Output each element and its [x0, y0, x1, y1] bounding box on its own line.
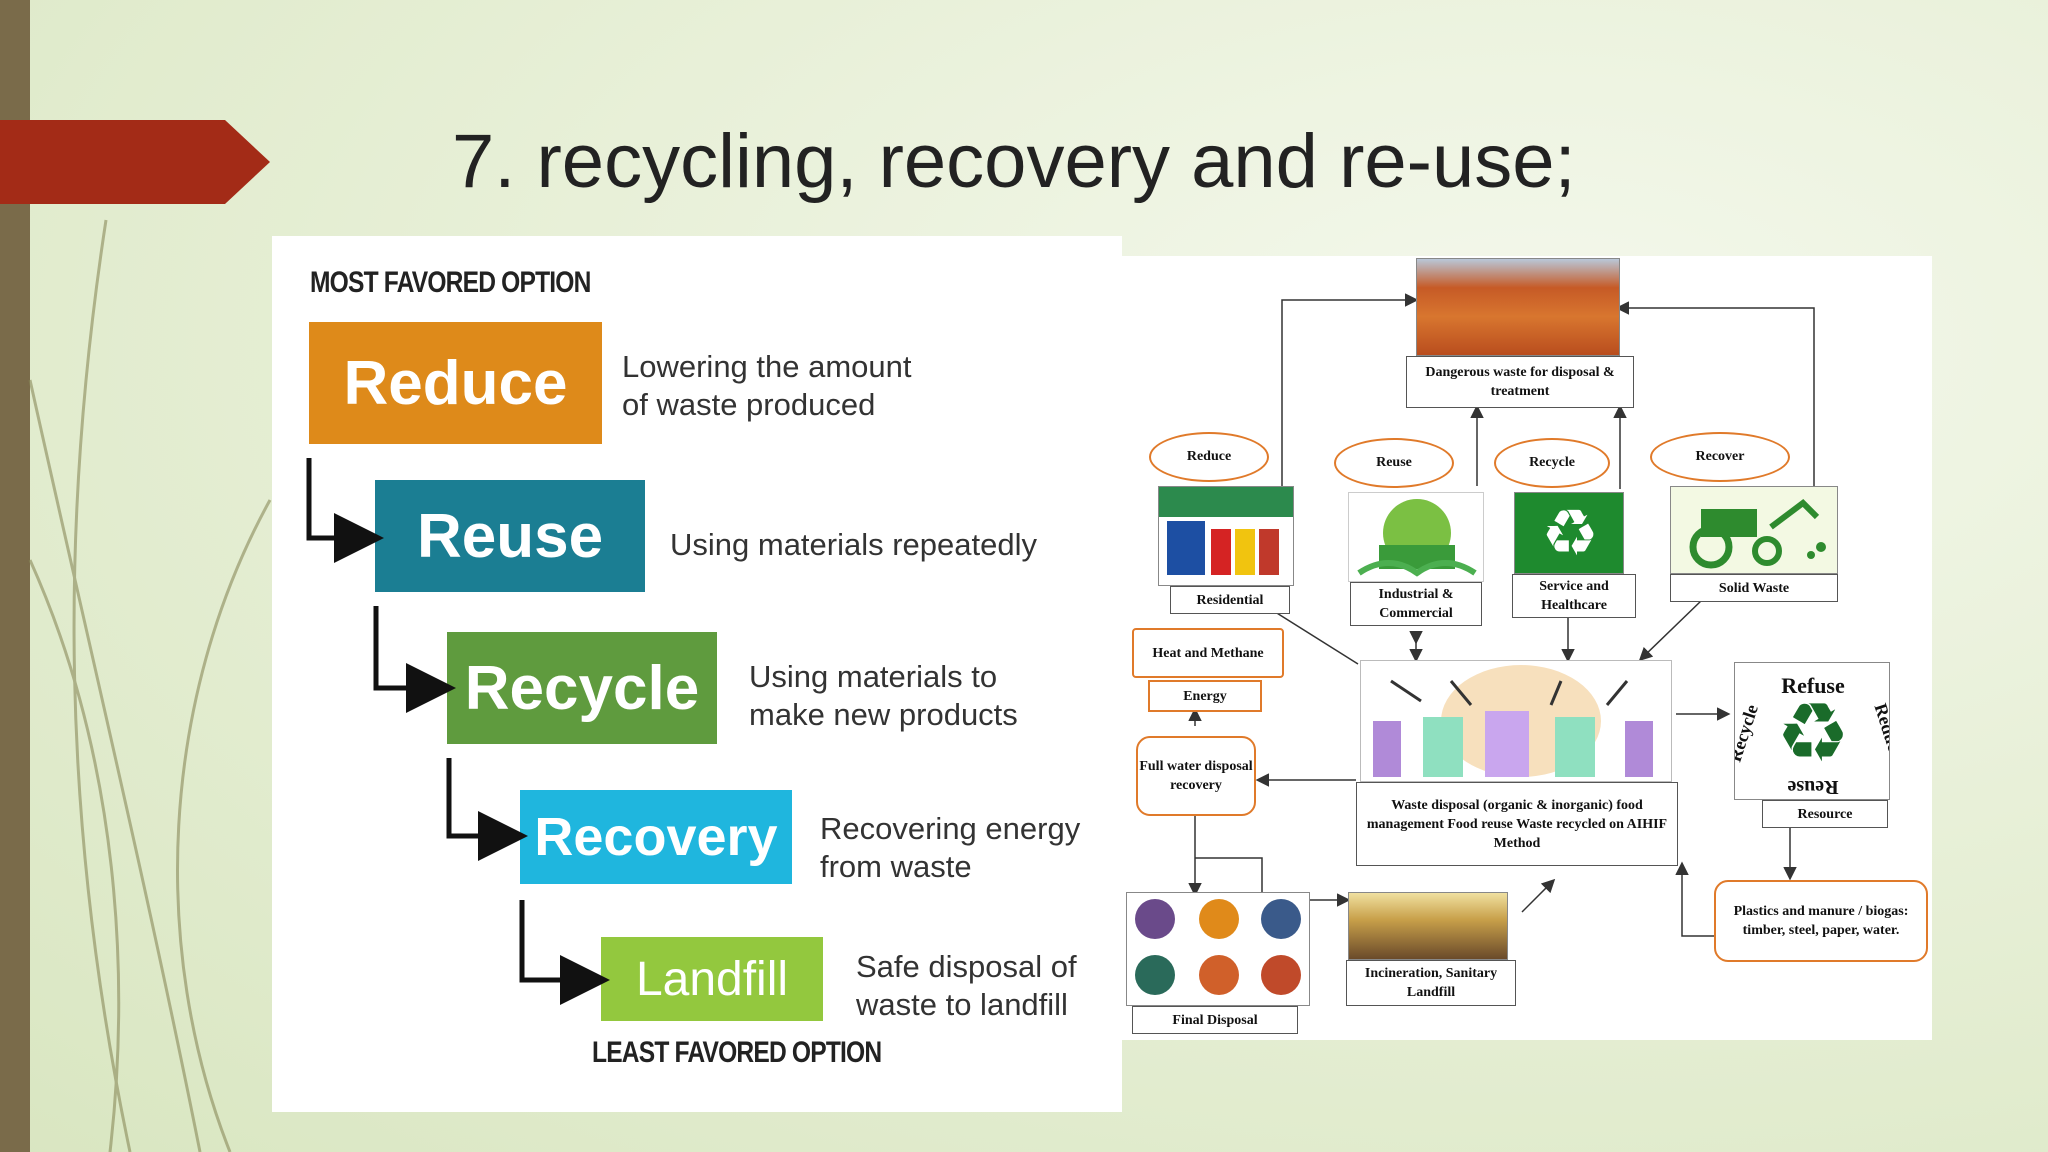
tier-recycle: Recycle [447, 632, 717, 744]
hierarchy-arrows [306, 458, 610, 1005]
svg-text:♻: ♻ [1776, 686, 1850, 781]
service-box: Service and Healthcare [1512, 574, 1636, 618]
heat-methane-box: Heat and Methane [1132, 628, 1284, 678]
energy-box: Energy [1148, 680, 1262, 712]
residential-bins-picture [1158, 486, 1294, 586]
robot-arms-icon [1373, 665, 1653, 777]
tier-recovery: Recovery [520, 790, 792, 884]
industrial-box: Industrial & Commercial [1350, 582, 1482, 626]
solid-waste-picture [1670, 486, 1838, 574]
least-favored-label: LEAST FAVORED OPTION [592, 1036, 882, 1069]
tier-reduce: Reduce [309, 322, 602, 444]
solid-waste-box: Solid Waste [1670, 574, 1838, 602]
ring-label-top: Refuse [1781, 673, 1845, 698]
bubble-reduce: Reduce [1149, 432, 1269, 482]
svg-text:♻: ♻ [1541, 497, 1598, 571]
tier-recovery-desc: Recovering energy from waste [820, 811, 1081, 884]
resource-box: Resource [1762, 800, 1888, 828]
slide-title: 7. recycling, recovery and re-use; [452, 119, 1576, 204]
tier-reuse: Reuse [375, 480, 645, 592]
incineration-picture [1348, 892, 1508, 960]
tier-landfill-desc: Safe disposal of waste to landfill [856, 949, 1077, 1022]
bins-icon [1159, 487, 1293, 575]
ring-label-left: Recycle [1735, 702, 1762, 764]
tier-landfill: Landfill [601, 937, 823, 1021]
residential-box: Residential [1170, 586, 1290, 614]
plastics-box: Plastics and manure / biogas: timber, st… [1714, 880, 1928, 962]
tier-reduce-desc: Lowering the amount of waste produced [622, 349, 912, 422]
dangerous-waste-box: Dangerous waste for disposal & treatment [1406, 356, 1634, 408]
service-picture: ♻ [1514, 492, 1624, 574]
final-disposal-box: Final Disposal [1132, 1006, 1298, 1034]
r-cycle-ring: ♻ Refuse Reuse Reduce Recycle [1734, 662, 1890, 800]
bubble-reuse: Reuse [1334, 438, 1454, 488]
waste-flow-panel: Dangerous waste for disposal & treatment… [1122, 256, 1932, 1040]
disposal-methods-icons [1135, 899, 1301, 995]
bubble-recycle: Recycle [1494, 438, 1610, 488]
green-city-icon [1357, 499, 1477, 577]
center-process-box: Waste disposal (organic & inorganic) foo… [1356, 782, 1678, 866]
recycle-symbol-icon: ♻ [1541, 497, 1598, 571]
ring-label-bottom: Reuse [1787, 776, 1838, 798]
waste-hierarchy-panel: MOST FAVORED OPTION Reduce Lowering the … [272, 236, 1122, 1112]
incineration-box: Incineration, Sanitary Landfill [1346, 960, 1516, 1006]
ring-label-right: Reduce [1870, 701, 1890, 761]
landfill-photo [1416, 258, 1620, 356]
most-favored-label: MOST FAVORED OPTION [310, 266, 591, 299]
industrial-picture [1348, 492, 1484, 582]
bubble-recover: Recover [1650, 432, 1790, 482]
waste-sorting-picture [1360, 660, 1672, 782]
recycle-ring-icon: ♻ Refuse Reuse Reduce Recycle [1735, 673, 1890, 798]
final-disposal-pictures [1126, 892, 1310, 1006]
tractor-icon [1689, 499, 1826, 569]
tier-reuse-desc: Using materials repeatedly [670, 527, 1038, 562]
decorative-swooshes [28, 219, 272, 1152]
title-arrow-tab [0, 120, 270, 204]
tier-recycle-desc: Using materials to make new products [749, 659, 1018, 732]
full-water-box: Full water disposal recovery [1136, 736, 1256, 816]
